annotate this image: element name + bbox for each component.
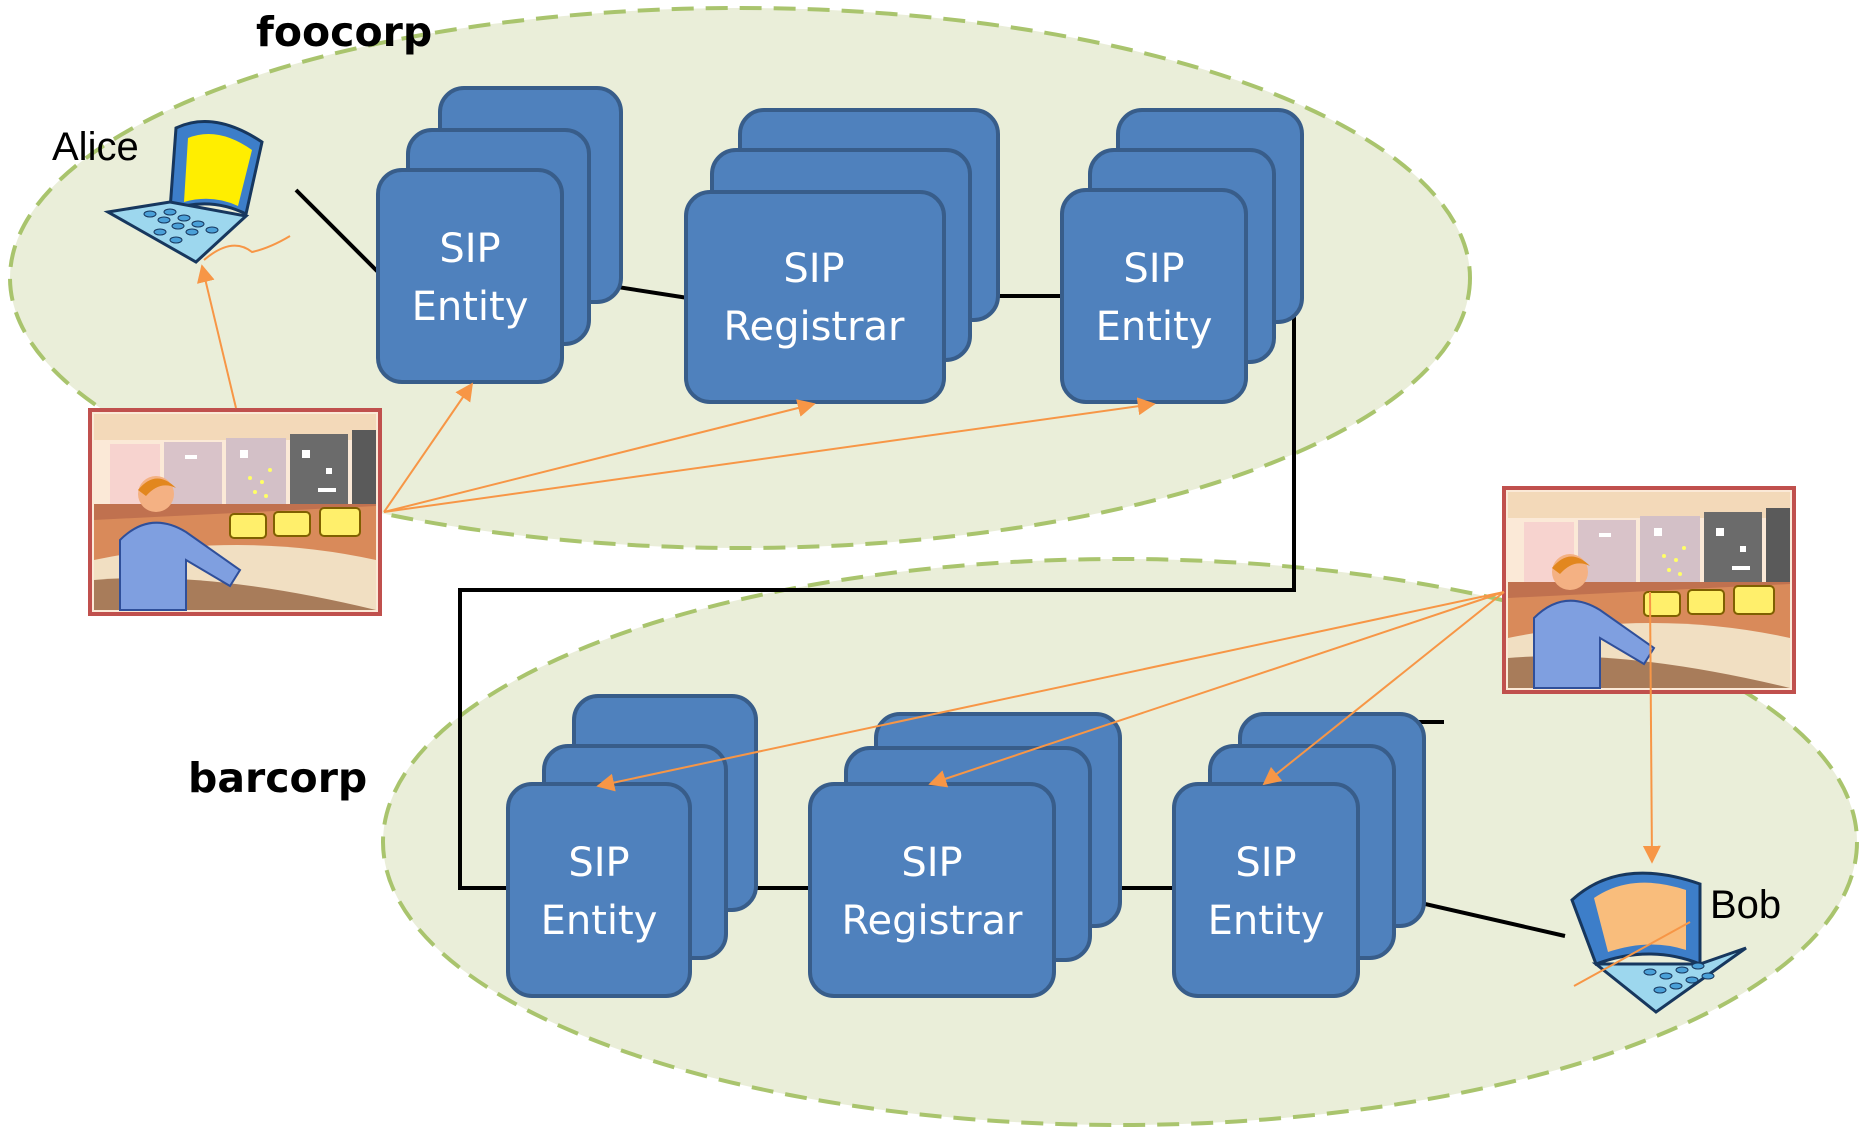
barcorp-operator-console-icon <box>1502 486 1796 694</box>
foocorp-label: foocorp <box>256 8 432 56</box>
bob-laptop-icon <box>1570 871 1747 1014</box>
box-label-line2: Registrar <box>841 898 1023 944</box>
link-alice-entity <box>294 188 382 276</box>
monitor-arrow-alice <box>197 264 237 409</box>
foocorp-operator-console-icon <box>88 408 382 616</box>
monitor-arrow-foo-entity-1 <box>383 382 474 513</box>
foocorp-sip-registrar: SIP Registrar <box>684 108 1000 404</box>
monitor-arrow-foo-entity-2 <box>383 397 1156 513</box>
barcorp-label: barcorp <box>188 754 367 802</box>
foocorp-sip-entity-1: SIP Entity <box>376 86 623 384</box>
monitor-arrow-bar-registrar <box>928 591 1505 788</box>
box-label-line2: Registrar <box>723 304 905 350</box>
foocorp-sip-entity-2: SIP Entity <box>1060 108 1304 404</box>
box-label-line2: Entity <box>541 898 658 944</box>
bob-label: Bob <box>1710 883 1781 927</box>
monitor-arrow-bar-entity-1 <box>596 591 1505 792</box>
box-label-line1: SIP <box>568 840 629 886</box>
box-label-line1: SIP <box>901 840 962 886</box>
alice-laptop-icon <box>103 120 291 264</box>
box-label-line2: Entity <box>412 284 529 330</box>
barcorp-sip-entity-1: SIP Entity <box>506 694 758 998</box>
monitor-arrow-bar-entity-2 <box>1262 591 1505 786</box>
box-label-line2: Entity <box>1096 304 1213 350</box>
box-label-line1: SIP <box>1123 246 1184 292</box>
box-label-line1: SIP <box>1235 840 1296 886</box>
box-label-line1: SIP <box>439 226 500 272</box>
monitor-arrow-foo-registrar <box>383 399 816 513</box>
monitor-arrow-bob <box>1642 591 1661 864</box>
box-label-line2: Entity <box>1208 898 1325 944</box>
box-label-line1: SIP <box>783 246 844 292</box>
alice-label: Alice <box>52 125 139 169</box>
barcorp-sip-registrar: SIP Registrar <box>808 712 1122 998</box>
